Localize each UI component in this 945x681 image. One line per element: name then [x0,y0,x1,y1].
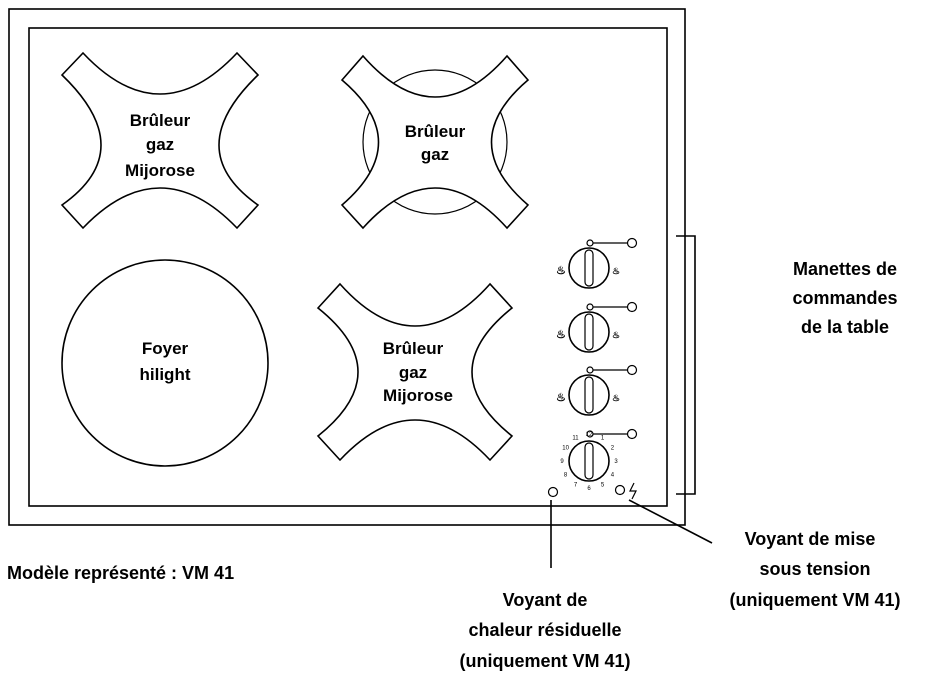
dial-number: 2 [611,446,615,452]
burner-top-right[interactable]: Brûleur gaz [340,54,530,230]
burner-top-left-line-3: Mijorose [125,161,195,180]
dial-number: 7 [574,482,578,488]
knob-1-position-marker [586,239,594,247]
power-light [614,484,626,496]
dial-number: 8 [564,473,568,479]
knob-2-dial [568,311,610,353]
knob-2-burner-symbol [626,301,638,313]
dial-number: 4 [611,473,615,479]
power-symbol-icon [629,482,637,500]
knob-2-position-marker [586,303,594,311]
dial-number: 1 [601,436,605,442]
knob-3[interactable]: ♨ ♨ [556,364,638,416]
model-caption: Modèle représenté : VM 41 [7,563,234,583]
residual-heat-label-line-1: Voyant de [503,590,588,610]
knob-4-zone-symbol [626,428,638,440]
flame-large-icon: ♨ [556,265,566,277]
burner-bottom-right-line-1: Brûleur [383,339,444,358]
dial-number: 3 [614,459,618,465]
burner-bottom-left-line-1: Foyer [142,339,189,358]
burner-cap-top-right [362,69,508,215]
knob-3-dial [568,374,610,416]
dial-number: 5 [601,482,605,488]
residual-heat-label-line-2: chaleur résiduelle [468,620,621,640]
power-light-label-line-1: Voyant de mise [745,529,876,549]
power-light-label-line-3: (uniquement VM 41) [729,590,900,610]
burner-bottom-right-line-3: Mijorose [383,386,453,405]
knob-1-burner-symbol [626,237,638,249]
residual-heat-label-line-3: (uniquement VM 41) [459,651,630,671]
knob-3-grip [584,376,594,414]
power-light-leader [628,499,713,544]
cooktop-glass-panel [28,27,668,507]
burner-top-right-line-1: Brûleur [405,122,466,141]
controls-label-line-2: commandes [792,288,897,308]
controls-label-line-3: de la table [801,317,889,337]
flame-small-icon: ♨ [612,266,620,276]
burner-bottom-left-line-2: hilight [140,365,191,384]
dial-number: 6 [587,486,591,492]
dial-number: 12 [586,432,593,438]
dial-number: 9 [560,459,564,465]
flame-small-icon: ♨ [612,330,620,340]
knob-3-position-marker [586,366,594,374]
residual-heat-light [547,486,559,498]
burner-top-left-line-2: gaz [146,135,174,154]
cooktop-outer-frame [8,8,686,526]
grate-top-right [340,54,530,230]
power-light-label-line-2: sous tension [759,559,870,579]
burner-bottom-right[interactable]: Brûleur gaz Mijorose [316,282,514,462]
dial-number: 10 [562,446,569,452]
burner-bottom-right-line-2: gaz [399,363,427,382]
grate-top-left [60,51,260,230]
controls-label-line-1: Manettes de [793,259,897,279]
knob-1[interactable]: ♨ ♨ [556,237,638,289]
burner-top-right-line-2: gaz [421,145,449,164]
hilight-zone [61,259,269,467]
dial-number: 11 [572,436,579,442]
burner-top-left-line-1: Brûleur [130,111,191,130]
flame-large-icon: ♨ [556,329,566,341]
burner-bottom-left[interactable]: Foyer hilight [61,259,269,467]
flame-large-icon: ♨ [556,392,566,404]
knob-4-dial [568,440,610,482]
knob-1-grip [584,249,594,287]
knob-3-burner-symbol [626,364,638,376]
burner-top-left[interactable]: Brûleur gaz Mijorose [60,51,260,230]
control-knobs: ♨ ♨ ♨ ♨ ♨ ♨ 12 [556,237,638,493]
flame-small-icon: ♨ [612,393,620,403]
grate-bottom-right [316,282,514,462]
knob-2[interactable]: ♨ ♨ [556,301,638,353]
knob-4-grip [584,442,594,480]
knob-2-grip [584,313,594,351]
knob-1-dial [568,247,610,289]
controls-bracket [676,235,696,495]
